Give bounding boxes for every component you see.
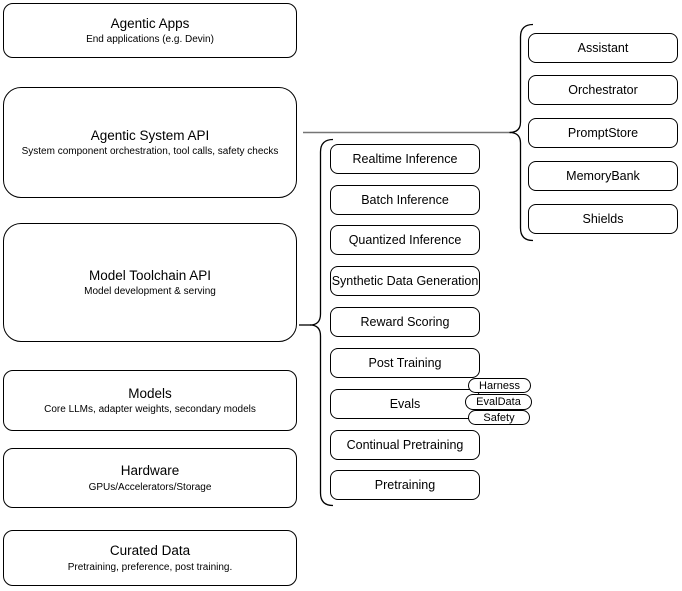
component-synthetic-data-generation: Synthetic Data Generation: [330, 266, 480, 296]
toolchain-brace: [309, 138, 334, 507]
tag-safety: Safety: [468, 410, 530, 425]
box-title: Curated Data: [109, 543, 191, 559]
box-curated-data: Curated Data Pretraining, preference, po…: [3, 530, 297, 586]
component-memorybank: MemoryBank: [528, 161, 678, 191]
box-model-toolchain-api: Model Toolchain API Model development & …: [3, 223, 297, 342]
box-title: Agentic System API: [90, 127, 210, 143]
box-title: Agentic Apps: [110, 15, 190, 31]
component-continual-pretraining: Continual Pretraining: [330, 430, 480, 460]
box-title: Hardware: [120, 463, 180, 479]
component-assistant: Assistant: [528, 33, 678, 63]
component-orchestrator: Orchestrator: [528, 75, 678, 105]
tag-harness: Harness: [468, 378, 531, 393]
box-subtitle: System component orchestration, tool cal…: [21, 146, 279, 158]
box-subtitle: End applications (e.g. Devin): [86, 34, 214, 46]
box-subtitle: Pretraining, preference, post training.: [67, 561, 233, 573]
component-pretraining: Pretraining: [330, 470, 480, 500]
box-subtitle: Model development & serving: [84, 286, 216, 298]
component-promptstore: PromptStore: [528, 118, 678, 148]
box-subtitle: GPUs/Accelerators/Storage: [88, 481, 212, 493]
box-agentic-apps: Agentic Apps End applications (e.g. Devi…: [3, 3, 297, 58]
component-post-training: Post Training: [330, 348, 480, 378]
tag-evaldata: EvalData: [465, 394, 532, 410]
box-models: Models Core LLMs, adapter weights, secon…: [3, 370, 297, 431]
box-title: Model Toolchain API: [88, 267, 212, 283]
component-realtime-inference: Realtime Inference: [330, 144, 480, 174]
component-reward-scoring: Reward Scoring: [330, 307, 480, 337]
component-quantized-inference: Quantized Inference: [330, 225, 480, 255]
box-agentic-system-api: Agentic System API System component orch…: [3, 87, 297, 198]
box-title: Models: [128, 385, 172, 401]
system-api-brace: [509, 23, 534, 242]
component-batch-inference: Batch Inference: [330, 185, 480, 215]
box-hardware: Hardware GPUs/Accelerators/Storage: [3, 448, 297, 508]
box-subtitle: Core LLMs, adapter weights, secondary mo…: [44, 404, 256, 416]
component-shields: Shields: [528, 204, 678, 234]
component-evals: Evals: [330, 389, 480, 419]
